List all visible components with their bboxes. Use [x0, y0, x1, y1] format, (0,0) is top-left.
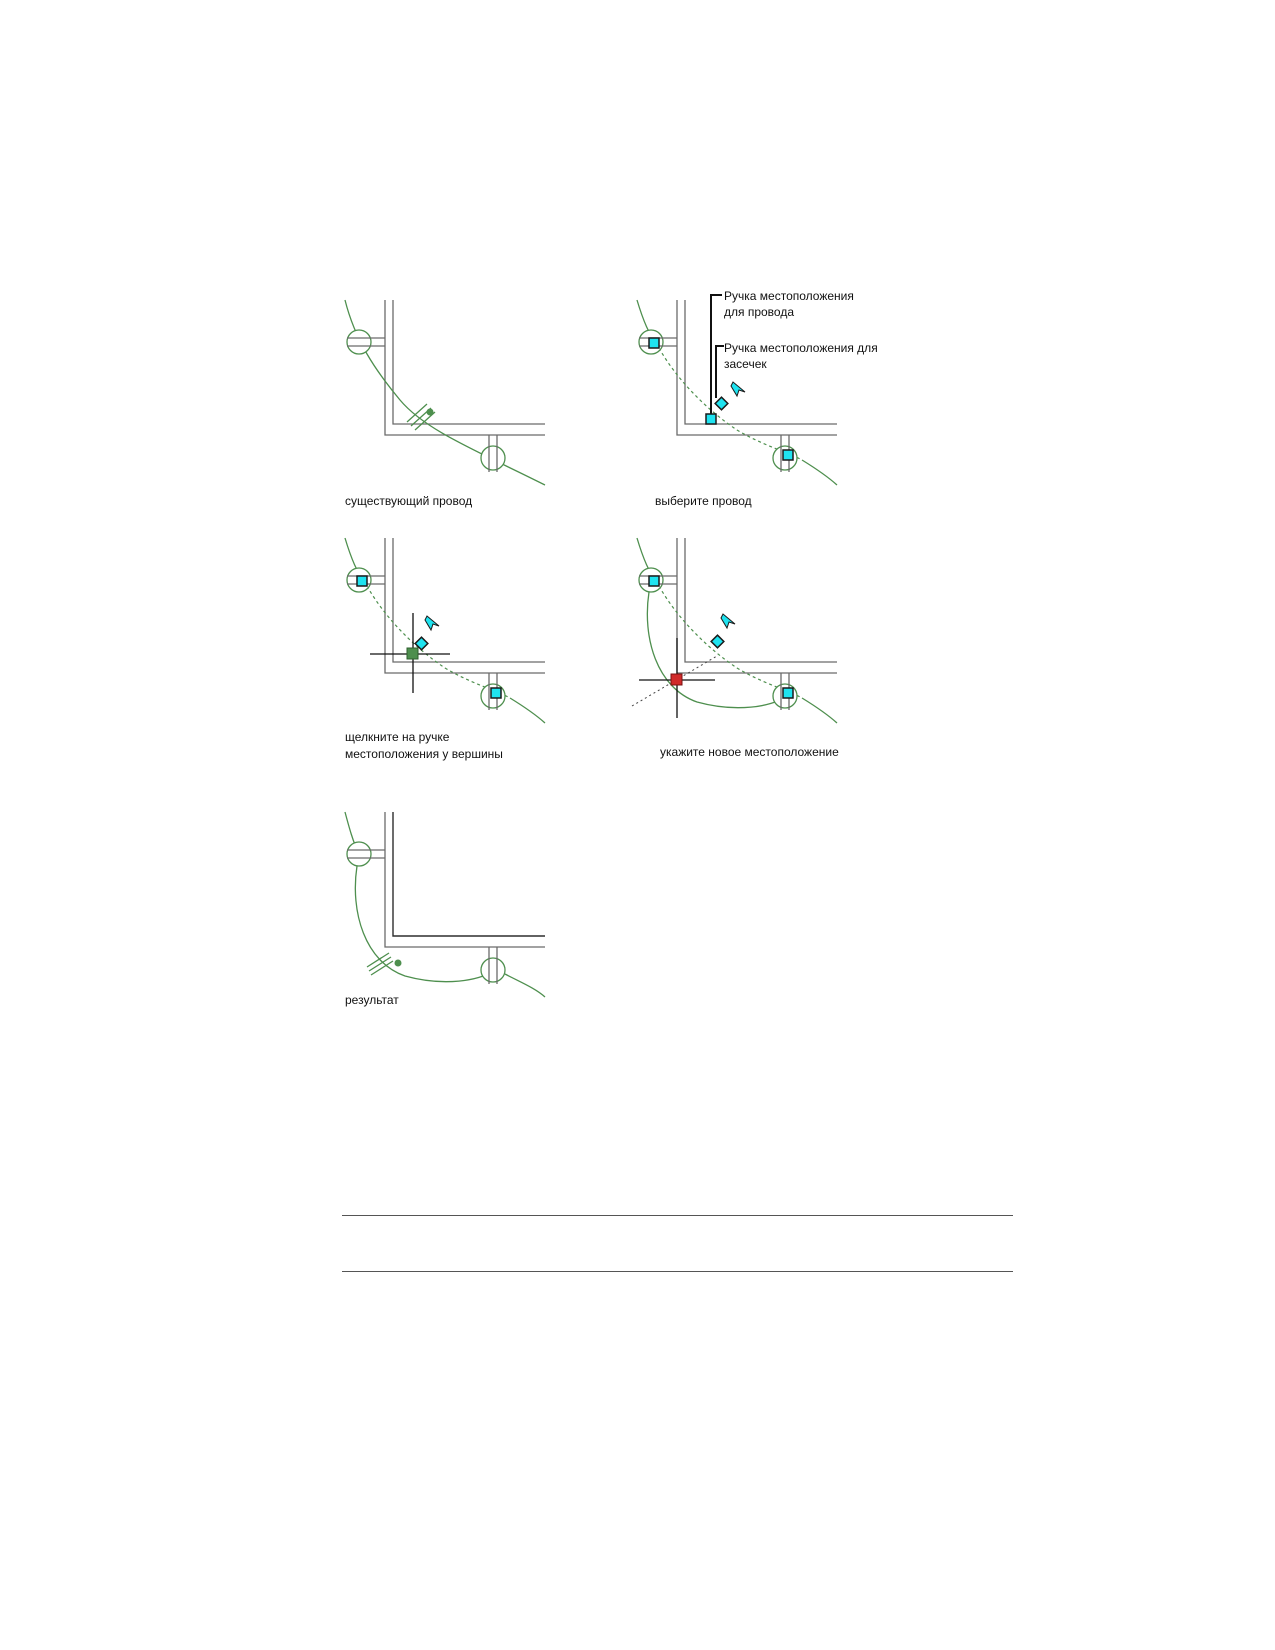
diagram-new-location: [631, 537, 838, 724]
diagram-existing-wire: [344, 299, 546, 486]
panel-select-wire: [636, 294, 838, 486]
diagram-result: [344, 811, 546, 998]
leader-wire-grip: [710, 294, 722, 418]
caption-new-location: укажите новое местоположение: [660, 745, 839, 759]
diagram-select-wire: [636, 294, 838, 486]
move-arrow-icon: [720, 613, 736, 630]
panel-click-grip: [344, 537, 546, 724]
panel-result: [344, 811, 546, 998]
wire-end-grip-icon: [782, 687, 794, 699]
tick-grip-icon: [710, 634, 725, 649]
callout-tick-grip: Ручка местоположения для засечек: [724, 341, 878, 371]
diagram-click-grip: [344, 537, 546, 724]
wire-end-grip-icon: [490, 687, 502, 699]
caption-select-wire: выберите провод: [655, 494, 752, 508]
tick-marker-icon: [394, 959, 402, 967]
move-arrow-icon: [424, 615, 440, 632]
leader-tick-grip: [715, 345, 724, 398]
panel-new-location: [631, 537, 838, 724]
location-grip-icon: [406, 647, 419, 660]
panel-existing-wire: [344, 299, 546, 486]
location-grip-icon: [705, 413, 717, 425]
move-arrow-icon: [730, 381, 746, 398]
tick-grip-icon: [414, 636, 429, 651]
wire-end-grip-icon: [356, 575, 368, 587]
tick-grip-icon: [714, 396, 729, 411]
wire-end-grip-icon: [648, 575, 660, 587]
tick-marker-icon: [426, 408, 434, 416]
caption-result: результат: [345, 993, 399, 1007]
wire-end-grip-icon: [782, 449, 794, 461]
divider-top: [342, 1215, 1013, 1216]
selected-grip-icon: [670, 673, 683, 686]
caption-existing-wire: существующий провод: [345, 494, 473, 508]
caption-click-grip: щелкните на ручке местоположения у верши…: [345, 730, 503, 761]
wire-end-grip-icon: [648, 337, 660, 349]
divider-bottom: [342, 1271, 1013, 1272]
callout-wire-grip: Ручка местоположения для провода: [724, 289, 854, 319]
